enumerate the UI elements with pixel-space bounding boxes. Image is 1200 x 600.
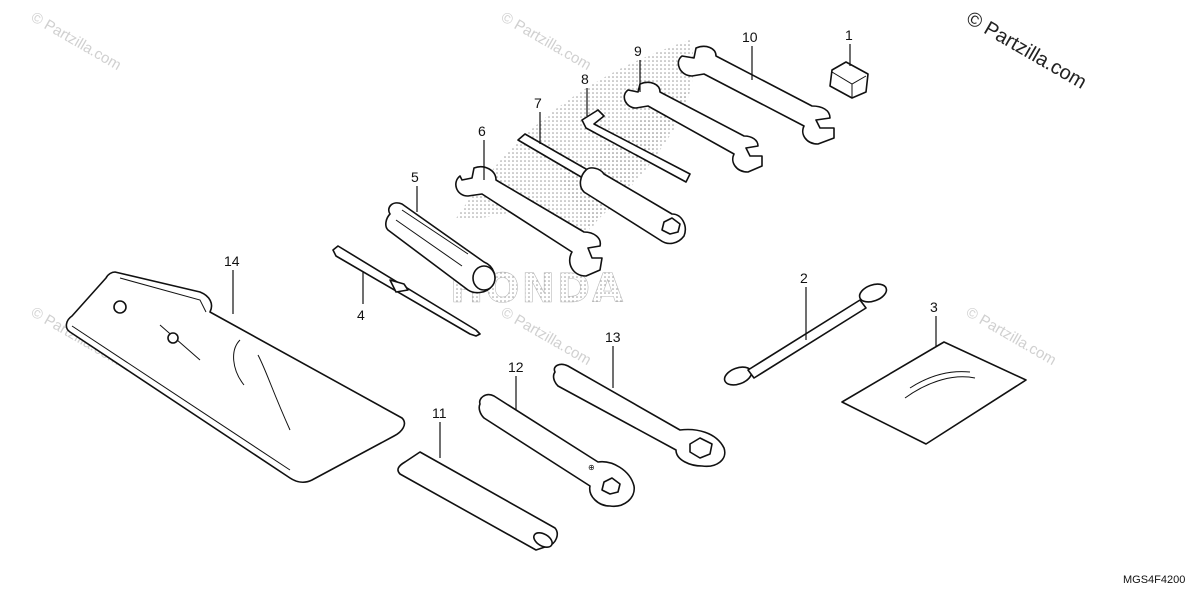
- watermark-main: © Partzilla.com: [963, 7, 1091, 93]
- fuse-puller: [829, 61, 869, 99]
- tool-bag: [65, 271, 406, 483]
- open-end-wrench-9: [623, 81, 763, 173]
- callout-14: 14: [224, 253, 240, 269]
- box-wrench-12: ⊕: [478, 393, 635, 508]
- diagram-code: MGS4F4200: [1123, 574, 1185, 586]
- hex-key: [581, 109, 691, 183]
- callout-4: 4: [357, 307, 365, 323]
- manual-pouch: [841, 341, 1027, 445]
- callout-12: 12: [508, 359, 524, 375]
- callout-8: 8: [581, 71, 589, 87]
- leader-lines: [232, 44, 937, 458]
- spark-plug-wrench: [517, 133, 687, 245]
- watermark-text: © Partzilla.com: [28, 9, 124, 74]
- callout-1: 1: [845, 27, 853, 43]
- screwdriver-handle: [385, 202, 496, 294]
- callout-13: 13: [605, 329, 621, 345]
- callout-11: 11: [432, 405, 447, 421]
- box-wrench-13: [552, 363, 726, 468]
- open-end-wrench-6: [455, 165, 603, 277]
- callout-3: 3: [930, 299, 938, 315]
- callout-10: 10: [742, 29, 758, 45]
- callout-2: 2: [800, 270, 808, 286]
- wrench-marking: ⊕: [588, 463, 595, 472]
- callout-6: 6: [478, 123, 486, 139]
- callout-5: 5: [411, 169, 419, 185]
- callout-9: 9: [634, 43, 642, 59]
- cable: [723, 283, 888, 386]
- watermark-text: © Partzilla.com: [498, 9, 594, 74]
- screwdriver: [332, 245, 481, 337]
- callouts: 1 2 3 4 5 6 7 8 9 10 11 12 13 14: [224, 27, 938, 421]
- callout-7: 7: [534, 95, 542, 111]
- rubber-sleeve: [397, 451, 558, 551]
- open-end-wrench-10: [677, 45, 835, 145]
